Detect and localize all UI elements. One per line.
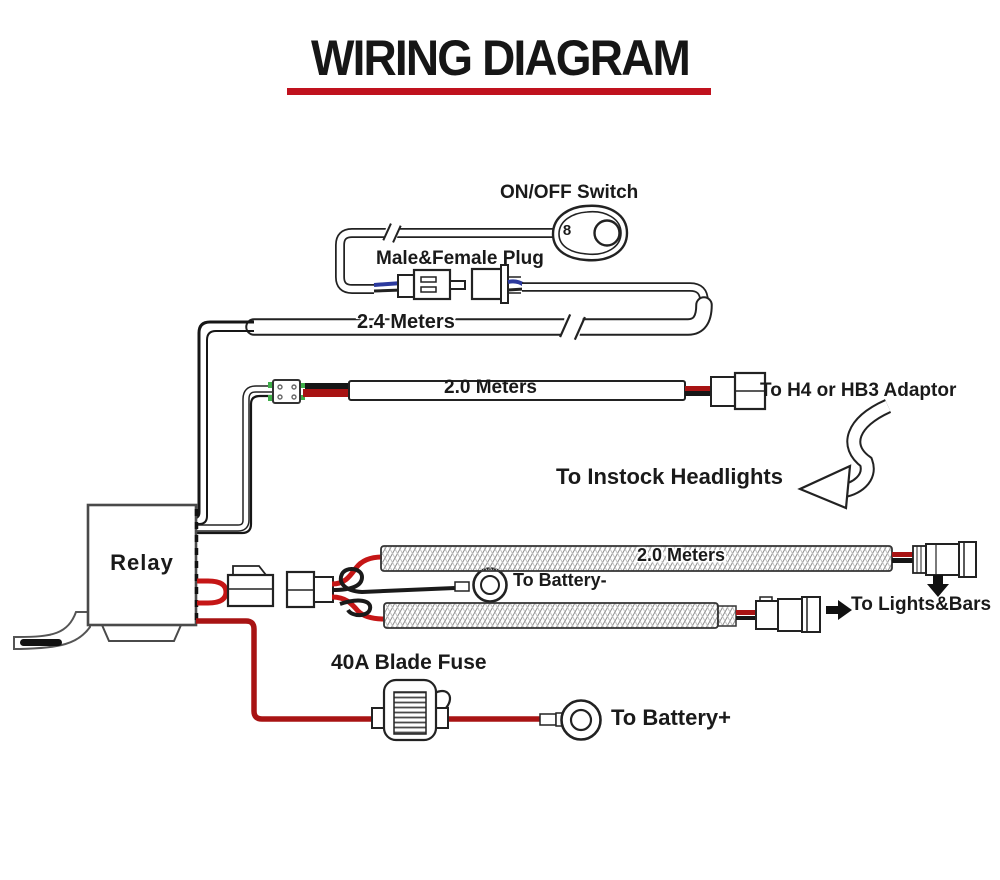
relay-box (13, 503, 199, 650)
cable-break-mark-icon (382, 221, 402, 245)
tube-end-connector-icon (912, 541, 977, 578)
switch-wire (335, 221, 554, 294)
main-harness-wire (245, 282, 713, 342)
headlight-wire (197, 371, 767, 535)
inline-connector-icon (268, 379, 305, 404)
relay-output-connector (197, 565, 334, 609)
solid-right-arrow-icon (826, 600, 852, 620)
top-corrugated-tube (380, 541, 977, 597)
adaptor-connector-icon (710, 371, 767, 411)
bottom-corrugated-tube (383, 596, 852, 633)
blade-fuse-holder-icon (371, 678, 452, 742)
on-off-switch-icon (551, 204, 629, 262)
curved-arrow-down-left-icon (797, 399, 892, 510)
female-plug-icon (470, 264, 526, 304)
cable-break-mark-icon (559, 312, 586, 342)
switch-button (593, 219, 621, 247)
battery-negative-wire (331, 554, 508, 622)
power-wire (196, 618, 556, 722)
battery-positive-ring-terminal-icon (539, 699, 602, 741)
tube-end-connector-icon (755, 596, 821, 633)
male-plug-icon (373, 268, 466, 301)
ring-terminal-icon (454, 567, 508, 603)
solid-down-arrow-icon (927, 575, 949, 597)
